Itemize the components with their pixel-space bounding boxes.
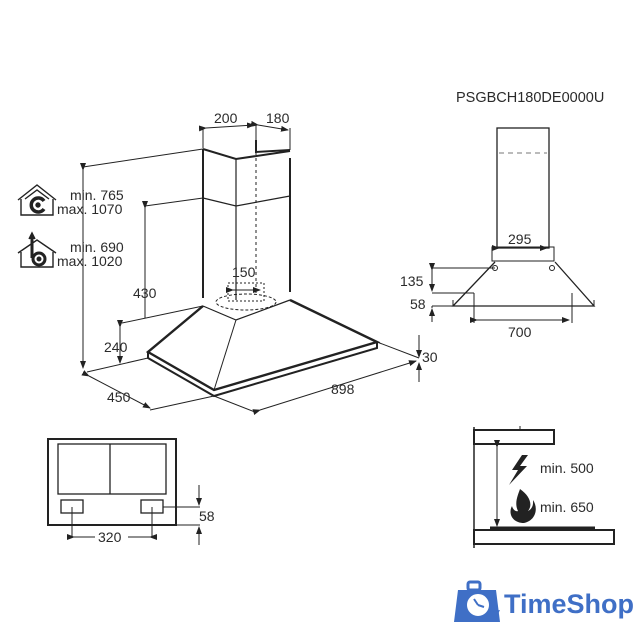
chimney-width-label: 200 [214, 110, 238, 126]
canopy-height-label: 240 [104, 339, 128, 355]
side-chimney-width-label: 295 [508, 231, 532, 247]
clock-bag-icon [454, 580, 500, 622]
canopy [145, 282, 381, 398]
side-view [429, 127, 596, 323]
recirculation-house-icon [17, 184, 57, 216]
mount-width-label: 700 [508, 324, 532, 340]
gas-clearance-label: min. 650 [540, 499, 594, 515]
extraction-house-icon [17, 231, 57, 268]
duct-outlet-height-label: 430 [133, 285, 157, 301]
chimney-depth-label: 180 [266, 110, 290, 126]
brand-name: TimeShop [504, 589, 634, 619]
outlet-diameter-label: 150 [232, 264, 256, 280]
light-offset-label: 58 [199, 508, 215, 524]
depth-label: 450 [107, 389, 131, 405]
recirculation-min: min. 765 [70, 187, 124, 203]
extraction-min: min. 690 [70, 239, 124, 255]
width-label: 898 [331, 381, 355, 397]
flame-icon [510, 489, 536, 523]
bottom-offset-label: 58 [410, 296, 426, 312]
bracket-height-label: 135 [400, 273, 424, 289]
main-hood-view [80, 120, 422, 415]
chimney [202, 140, 291, 300]
light-spacing-label: 320 [98, 529, 122, 545]
electric-clearance-label: min. 500 [540, 460, 594, 476]
bottom-view [47, 438, 202, 545]
recirculation-max: max. 1070 [57, 201, 123, 217]
lightning-icon [509, 455, 528, 485]
extraction-max: max. 1020 [57, 253, 123, 269]
dimension-lines [80, 120, 422, 415]
clearance-view [473, 426, 615, 548]
model-number: PSGBCH180DE0000U [456, 90, 604, 106]
edge-thickness-label: 30 [422, 349, 438, 365]
